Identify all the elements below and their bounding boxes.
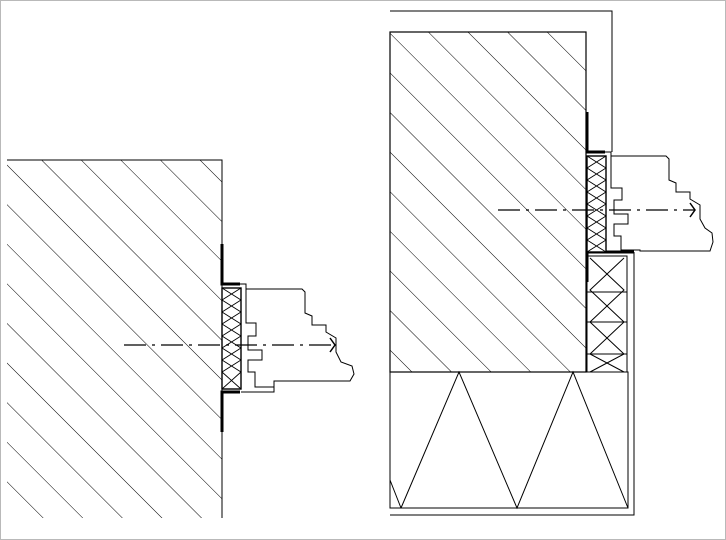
right-window-profile <box>605 151 714 252</box>
right-wall <box>389 31 587 373</box>
left-axis-endmark <box>329 337 336 353</box>
right-side-insulation <box>586 255 628 373</box>
left-section <box>7 159 355 518</box>
left-insulation-strip <box>221 287 242 390</box>
left-bracket <box>220 244 240 432</box>
right-axis-endmark <box>689 202 696 218</box>
right-insulation-strip <box>586 155 607 253</box>
left-wall <box>7 159 223 518</box>
right-lower-insulation <box>389 370 629 510</box>
left-window-profile <box>240 283 355 393</box>
right-section <box>389 10 714 516</box>
